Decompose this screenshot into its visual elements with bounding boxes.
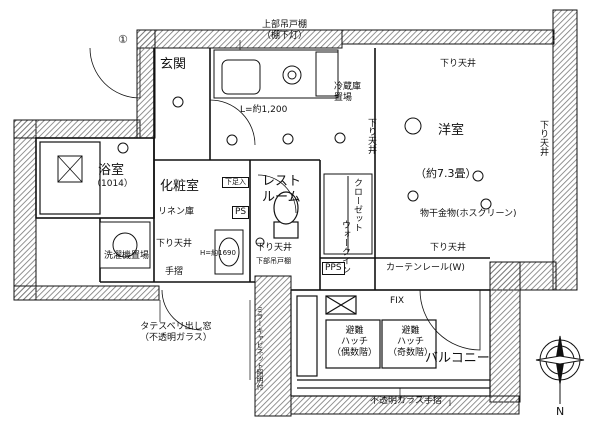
- interior-walls: [35, 48, 490, 291]
- compass-rose: [535, 335, 585, 404]
- clothes-hanger-label: 物干金物(ホスクリーン): [420, 209, 517, 219]
- bathtub: [39, 141, 101, 215]
- mirror-cabinet-note: ミラーキャビネット照明付: [256, 306, 264, 390]
- toilet: [273, 191, 299, 239]
- door-swings: [89, 47, 481, 351]
- closet-label: クローゼット: [352, 178, 362, 232]
- lowered-ceiling-4: 下り天井: [156, 239, 193, 249]
- kitchen-length-label: L=約1,200: [240, 105, 288, 115]
- fridge-label: 冷蔵庫 置場: [334, 82, 362, 103]
- balcony-label: バルコニー: [425, 351, 490, 366]
- walk-in-label: ウォークイン: [340, 220, 350, 274]
- laundry-label: 洗濯機置場: [104, 251, 150, 261]
- room-label-powder: 化粧室: [160, 179, 200, 194]
- kitchen-counter: [213, 49, 339, 99]
- room-label-entrance: 玄関: [160, 57, 187, 72]
- laundry-pan: [99, 221, 151, 269]
- leader-lines: [159, 40, 451, 406]
- bath-size-label: （1014）: [92, 179, 133, 189]
- ps-label: PS: [232, 206, 250, 219]
- hatch-odd-label: 避難 ハッチ （奇数階）: [388, 326, 434, 358]
- hatch-even-label: 避難 ハッチ （偶数階）: [332, 326, 378, 358]
- lower-cabinet-label: 下部吊戸棚: [256, 257, 291, 265]
- lowered-ceiling-5: 下り天井: [256, 243, 293, 253]
- lowered-ceiling-3: 下り天井: [538, 120, 548, 156]
- window-note: タテスベリ出し窓 （不透明ガラス）: [140, 322, 212, 343]
- pps-label: PPS: [322, 262, 345, 275]
- linen-label: リネン庫: [158, 207, 195, 217]
- lowered-ceiling-6: 下り天井: [430, 243, 467, 253]
- balcony-outline: [290, 289, 491, 397]
- lowered-ceiling-2: 下り天井: [366, 118, 376, 154]
- shoe-box-label: 下足入: [222, 177, 249, 188]
- marker-1: ①: [118, 33, 128, 46]
- washbasin: [214, 229, 244, 275]
- frosted-railing-label: 不透明ガラス手摺: [370, 396, 442, 406]
- curtain-rail-label: カーテンレール(W): [386, 263, 465, 273]
- north-label: N: [556, 405, 565, 418]
- ceiling-fixtures: [117, 96, 492, 247]
- lowered-ceiling-1: 下り天井: [440, 59, 477, 69]
- upper-cabinet-note: 上部吊戸棚 （棚下灯）: [262, 20, 308, 41]
- handrail-label: 手摺: [165, 267, 184, 277]
- closet-rail: [323, 173, 373, 255]
- room-label-bath: 浴室: [98, 163, 125, 178]
- fix-label: FIX: [390, 296, 404, 306]
- room-label-restroom: レスト ルーム: [262, 174, 302, 205]
- room-label-western: 洋室: [438, 123, 465, 138]
- dimension-1690: H=約1690: [200, 249, 236, 257]
- room-size-western: （約7.3畳）: [415, 167, 477, 180]
